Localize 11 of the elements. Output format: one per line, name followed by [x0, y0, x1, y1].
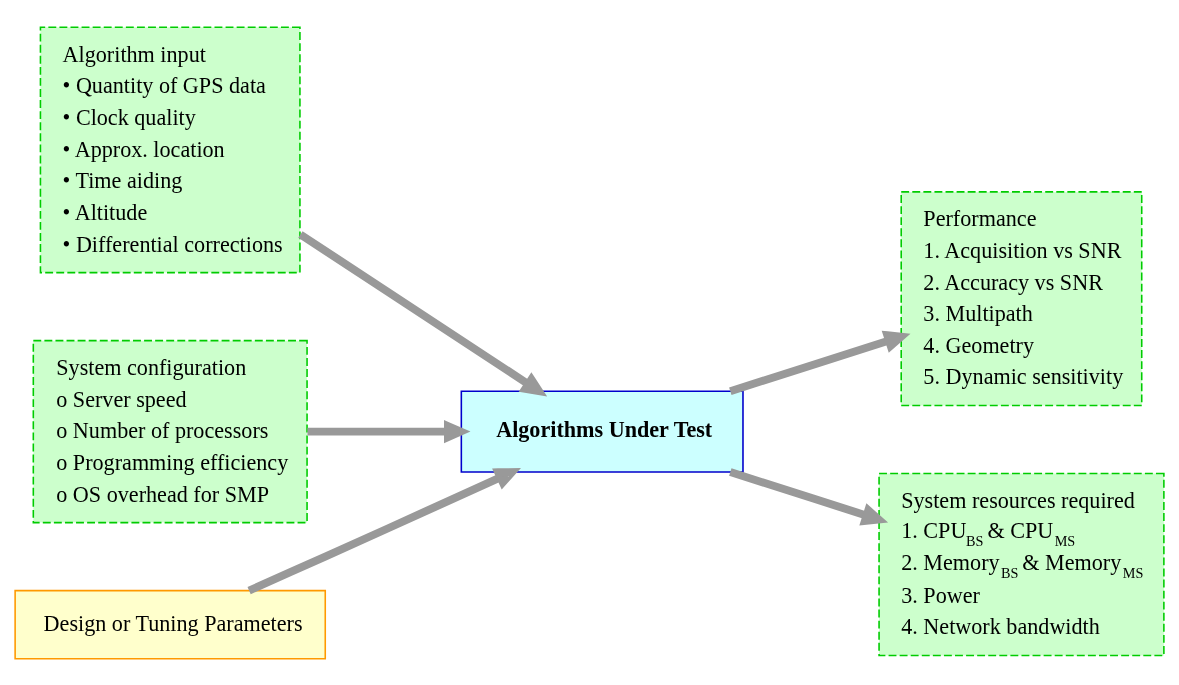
arrow: [307, 419, 471, 443]
node-box: Algorithm input • Quantity of GPS data • Clock quality • Approx. location • Time aiding • Altitude • Differential corrections: [39, 26, 301, 273]
arrow: [729, 330, 911, 395]
arrow: [247, 467, 521, 594]
arrow: [298, 230, 548, 396]
node-box: Algorithms Under Test: [460, 389, 744, 473]
node-box: System configuration o Server speed o Number of processors o Programming efficiency o OS overhead for SMP: [32, 339, 308, 523]
node-box: System resources required 1. CPU$_{BS}$ & CPU$_{MS}$ 2. Memory$_{BS}$ & Memory$_{MS}$ 3. Power 4. Network bandwidth: [878, 472, 1165, 656]
node-box: Performance 1. Acquisition vs SNR 2. Accuracy vs SNR 3. Multipath 4. Geometry 5. Dynamic sensitivity: [900, 190, 1143, 406]
node-box: Design or Tuning Parameters: [14, 589, 327, 659]
arrow: [729, 467, 889, 525]
